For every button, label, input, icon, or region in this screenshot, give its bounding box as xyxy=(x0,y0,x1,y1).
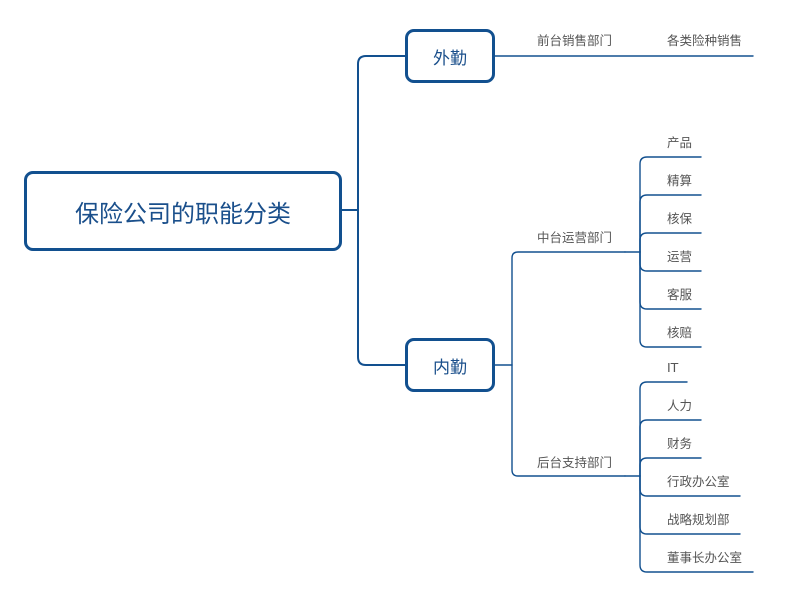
ops-item: 产品 xyxy=(667,135,693,150)
front-sales-department-label: 前台销售部门 xyxy=(537,33,613,48)
support-item: 人力 xyxy=(667,398,693,413)
support-item: 战略规划部 xyxy=(667,512,730,527)
root-node-label: 保险公司的职能分类 xyxy=(75,199,291,228)
connector-inside-to-ops xyxy=(511,251,626,366)
connector-root-to-inside xyxy=(357,209,406,366)
ops-item: 精算 xyxy=(667,173,693,188)
ops-item: 核赔 xyxy=(667,325,693,340)
outside-node: 外勤 xyxy=(405,29,495,83)
root-node: 保险公司的职能分类 xyxy=(24,171,342,251)
back-support-department-label: 后台支持部门 xyxy=(537,455,613,470)
connector-ops-item-2 xyxy=(639,232,702,253)
outside-node-label: 外勤 xyxy=(433,48,467,69)
connector-ops-item-0 xyxy=(639,156,702,253)
ops-item: 客服 xyxy=(667,287,693,302)
connector-support-item-2 xyxy=(639,457,702,477)
connector-support-item-1 xyxy=(639,419,702,477)
connector-support-item-5 xyxy=(639,475,754,573)
connector-ops-item-1 xyxy=(639,194,702,253)
connector-support-item-0 xyxy=(639,381,688,477)
inside-node-label: 内勤 xyxy=(433,357,467,378)
ops-item: 运营 xyxy=(667,249,693,264)
support-item: 行政办公室 xyxy=(667,474,730,489)
mid-ops-department-label: 中台运营部门 xyxy=(537,230,613,245)
support-item: 董事长办公室 xyxy=(667,550,743,565)
support-item: 财务 xyxy=(667,436,693,451)
ops-item: 核保 xyxy=(667,211,693,226)
connector-ops-item-5 xyxy=(639,251,702,348)
outside-item-label: 各类险种销售 xyxy=(667,33,743,48)
inside-node: 内勤 xyxy=(405,338,495,392)
connector-root-to-outside xyxy=(357,55,406,211)
support-item: IT xyxy=(667,360,679,375)
connector-inside-to-support xyxy=(511,364,626,477)
